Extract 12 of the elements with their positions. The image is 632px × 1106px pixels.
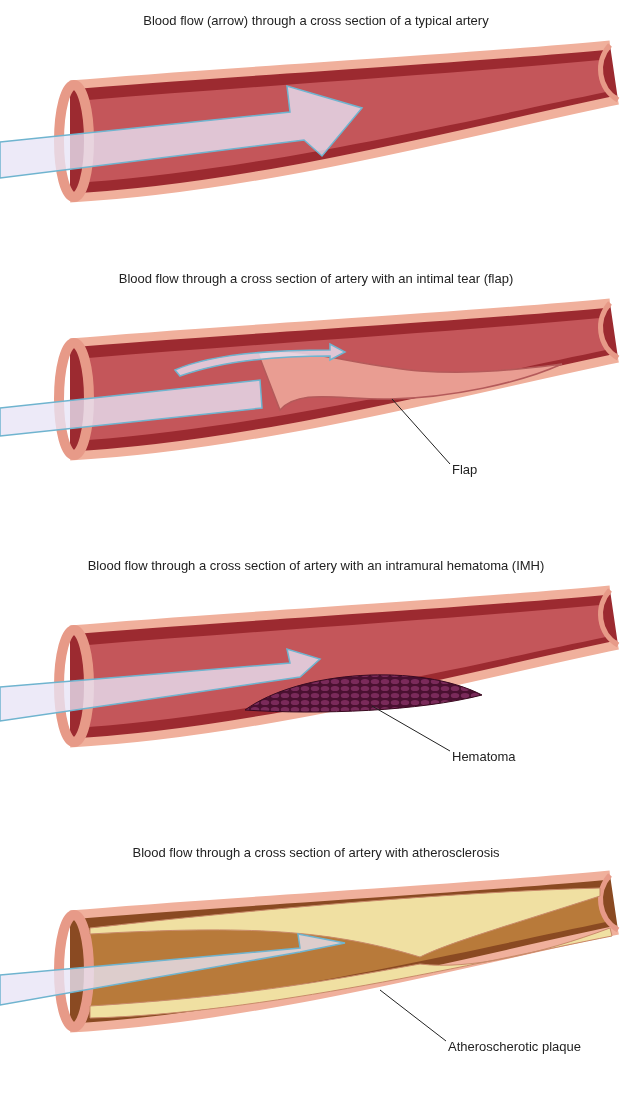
panel-caption: Blood flow (arrow) through a cross section of a typical artery xyxy=(143,13,489,28)
leader-line xyxy=(391,398,451,465)
part-label: Flap xyxy=(452,462,478,477)
leader-line xyxy=(371,705,451,752)
hematoma xyxy=(244,674,483,713)
panel-caption: Blood flow through a cross section of artery with an intimal tear (flap) xyxy=(118,271,514,286)
part-label: Atheroscherotic plaque xyxy=(448,1039,581,1054)
part-label: Hematoma xyxy=(452,749,516,764)
panel-caption: Blood flow through a cross section of artery with an intramural hematoma (IMH) xyxy=(87,558,545,573)
plaque xyxy=(89,887,613,1019)
panel-caption: Blood flow through a cross section of artery with atherosclerosis xyxy=(132,845,500,860)
leader-line xyxy=(379,989,447,1042)
